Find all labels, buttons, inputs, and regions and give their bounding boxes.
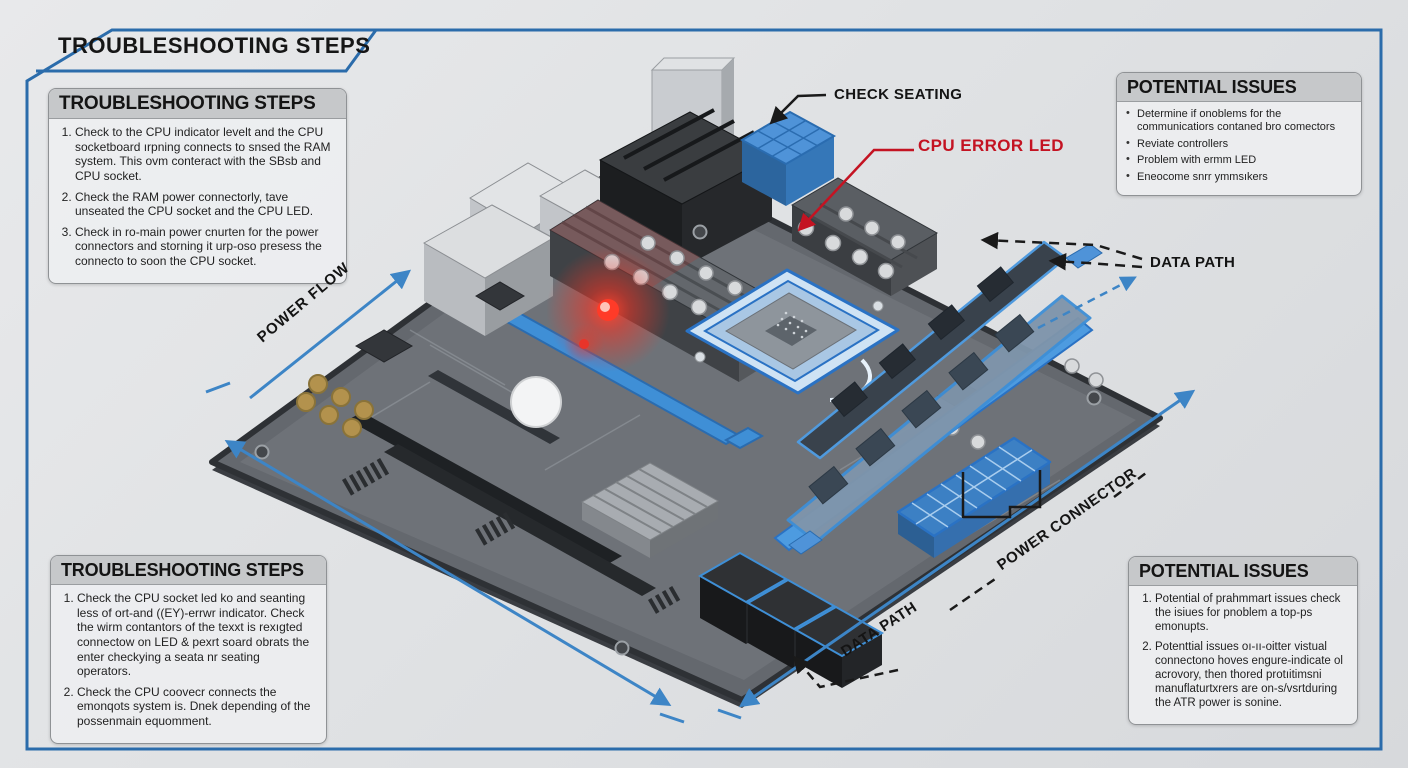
potential-issues-box-top: POTENTIAL ISSUES Determine if onoblems f… xyxy=(1116,72,1362,197)
box-body: Potential of prahmmart issues check the … xyxy=(1129,586,1357,724)
data-path-right-label: DATA PATH xyxy=(1150,254,1236,271)
power-connector-dashed-2 xyxy=(1113,469,1151,498)
cpu-error-led-arrow xyxy=(797,148,914,232)
gold-capacitors xyxy=(296,374,374,438)
list-item: Potential of prahmmart issues check the … xyxy=(1155,592,1347,634)
box-body: Check the CPU socket led ko and seanting… xyxy=(51,585,326,743)
page-title: TROUBLESHOOTING STEPS xyxy=(58,33,371,58)
cpu-error-led-label: CPU ERROR LED xyxy=(918,136,1064,155)
troubleshooting-list-top: Check to the CPU indicator levelt and th… xyxy=(55,125,336,269)
potential-issues-list-bottom: Potential of prahmmart issues check the … xyxy=(1135,592,1347,710)
box-body: Check to the CPU indicator levelt and th… xyxy=(49,119,346,283)
dimension-line-left xyxy=(224,440,672,706)
eps-power-connector xyxy=(739,110,837,206)
potential-issues-box-bottom: POTENTIAL ISSUES Potential of prahmmart … xyxy=(1128,556,1358,726)
potential-issues-list-top: Determine if onoblems for the communicat… xyxy=(1123,107,1351,184)
list-item: Problem with ermm LED xyxy=(1126,153,1351,167)
check-seating-arrow xyxy=(769,93,827,125)
list-item: Check the RAM power connectorly, tave un… xyxy=(75,190,336,219)
annotation-lines xyxy=(205,93,1196,724)
list-item: Determine if onoblems for the communicat… xyxy=(1126,107,1351,135)
box-title: POTENTIAL ISSUES xyxy=(1117,73,1361,102)
power-connector-bracket xyxy=(961,470,1042,519)
list-item: Check in ro-main power cnurten for the p… xyxy=(75,225,336,269)
data-path-dashed-1 xyxy=(980,231,1143,261)
list-item: Reviate controllers xyxy=(1126,137,1351,151)
dimension-ticks xyxy=(205,381,742,724)
troubleshooting-steps-box-top: TROUBLESHOOTING STEPS Check to the CPU i… xyxy=(48,88,347,284)
cpu-error-led xyxy=(546,248,670,372)
box-body: Determine if onoblems for the communicat… xyxy=(1117,102,1361,195)
data-path-bottom-arrow xyxy=(792,655,899,689)
check-seating-label: CHECK SEATING xyxy=(834,86,963,103)
list-item: Potenttial issues oı-ıı-oitter vistual c… xyxy=(1155,640,1347,710)
data-path-blue-dashed-arrow xyxy=(1037,276,1137,330)
box-title: POTENTIAL ISSUES xyxy=(1129,557,1357,586)
dimension-line-right xyxy=(738,389,1196,708)
list-item: Check the CPU socket led ko and seanting… xyxy=(77,591,316,679)
list-item: Check the CPU coovecr connects the emonq… xyxy=(77,685,316,729)
power-flow-arrow xyxy=(249,269,412,400)
box-title: TROUBLESHOOTING STEPS xyxy=(49,89,346,119)
power-connector-dashed-1 xyxy=(949,575,999,612)
troubleshooting-steps-box-bottom: TROUBLESHOOTING STEPS Check the CPU sock… xyxy=(50,555,327,744)
data-path-dashed-2 xyxy=(1048,253,1143,271)
troubleshooting-list-bottom: Check the CPU socket led ko and seanting… xyxy=(57,591,316,729)
list-item: Check to the CPU indicator levelt and th… xyxy=(75,125,336,184)
page-frame xyxy=(25,28,1383,751)
round-sticker xyxy=(510,376,562,428)
box-title: TROUBLESHOOTING STEPS xyxy=(51,556,326,585)
list-item: Eneocome snrr ymmsıkers xyxy=(1126,170,1351,184)
